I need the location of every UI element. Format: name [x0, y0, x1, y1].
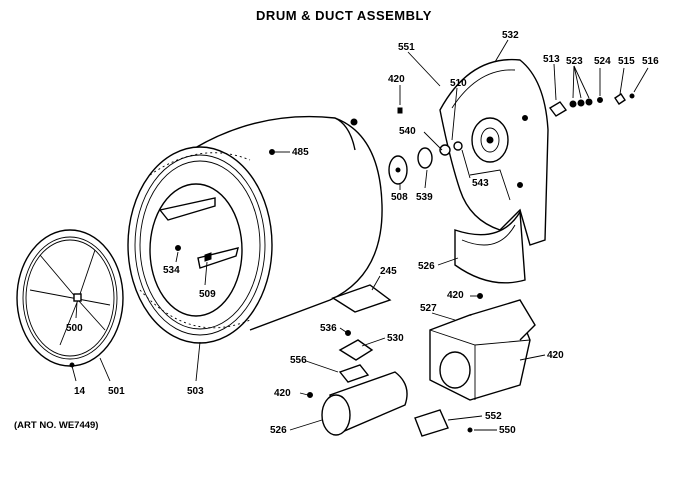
label-420-mid: 420 [447, 290, 464, 301]
label-503: 503 [187, 386, 204, 397]
small-hardware [307, 93, 635, 437]
label-550: 550 [499, 425, 516, 436]
label-526-top: 526 [418, 261, 435, 272]
drum [127, 115, 383, 344]
rear-bulkhead [439, 58, 549, 246]
label-420-right: 420 [547, 350, 564, 361]
label-543: 543 [472, 178, 489, 189]
label-532: 532 [502, 30, 519, 41]
label-509: 509 [199, 289, 216, 300]
door-front-assembly [16, 229, 124, 368]
label-534: 534 [163, 265, 180, 276]
label-526-bottom: 526 [270, 425, 287, 436]
leader-lines [71, 39, 649, 431]
label-539: 539 [416, 192, 433, 203]
art-number: (ART NO. WE7449) [14, 420, 99, 431]
label-501: 501 [108, 386, 125, 397]
label-540: 540 [399, 126, 416, 137]
label-536: 536 [320, 323, 337, 334]
label-527: 527 [420, 303, 437, 314]
label-420-top: 420 [388, 74, 405, 85]
label-524: 524 [594, 56, 611, 67]
label-510: 510 [450, 78, 467, 89]
label-523: 523 [566, 56, 583, 67]
diagram-title: DRUM & DUCT ASSEMBLY [256, 8, 432, 23]
label-516: 516 [642, 56, 659, 67]
duct-parts [429, 209, 536, 401]
label-551: 551 [398, 42, 415, 53]
label-420-bottom: 420 [274, 388, 291, 399]
label-14: 14 [74, 386, 86, 397]
label-245: 245 [380, 266, 397, 277]
label-513: 513 [543, 54, 560, 65]
label-515: 515 [618, 56, 635, 67]
part-labels: 532 551 420 510 513 523 524 515 516 540 … [66, 30, 659, 436]
label-552: 552 [485, 411, 502, 422]
label-500: 500 [66, 323, 83, 334]
label-508: 508 [391, 192, 408, 203]
label-485: 485 [292, 147, 309, 158]
label-556: 556 [290, 355, 307, 366]
label-530: 530 [387, 333, 404, 344]
